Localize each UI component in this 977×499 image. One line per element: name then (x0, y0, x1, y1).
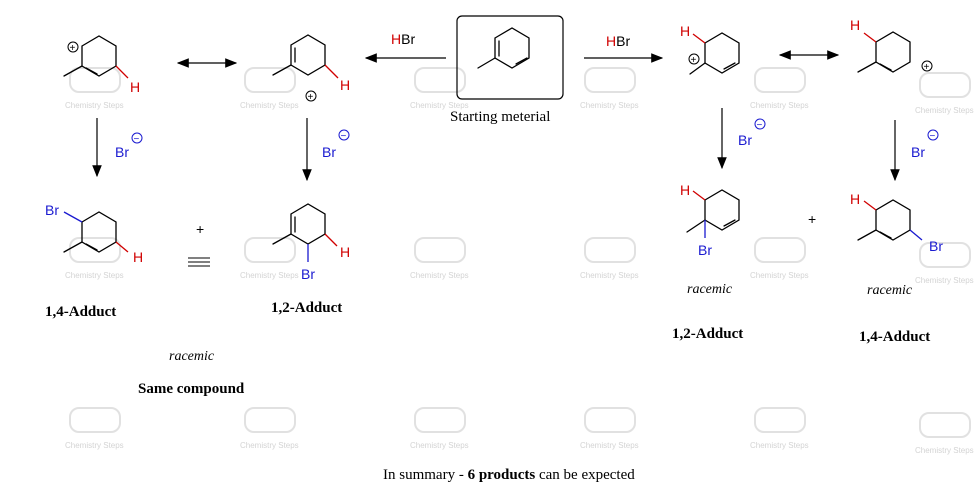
svg-text:Br: Br (322, 144, 336, 160)
svg-text:Chemistry Steps: Chemistry Steps (750, 441, 809, 450)
plus-left: + (196, 221, 204, 237)
watermark-layer: Chemistry Steps Chemistry Steps Chemistr… (65, 67, 974, 455)
reagent-hbr-left: HBr (391, 31, 415, 47)
equivalence-sign (188, 257, 210, 267)
svg-text:Br: Br (911, 144, 925, 160)
starting-material-structure (477, 27, 530, 69)
svg-text:Chemistry Steps: Chemistry Steps (65, 271, 124, 280)
svg-text:Chemistry Steps: Chemistry Steps (580, 271, 639, 280)
svg-text:Chemistry Steps: Chemistry Steps (915, 106, 974, 115)
svg-text:H: H (850, 17, 860, 33)
bromide-label-1: Br − (115, 132, 143, 160)
svg-text:−: − (930, 131, 936, 142)
svg-text:Br: Br (738, 132, 752, 148)
svg-text:Chemistry Steps: Chemistry Steps (750, 101, 809, 110)
bromide-label-2: Br − (322, 129, 350, 160)
left-cation-b: H + (272, 34, 350, 103)
starting-material-label: Starting meterial (450, 109, 551, 125)
label-12-adduct-left: 1,2-Adduct (271, 300, 343, 316)
svg-text:Chemistry Steps: Chemistry Steps (915, 276, 974, 285)
starting-material-box (456, 15, 564, 100)
svg-text:Br: Br (929, 238, 943, 254)
racemic-right-b: racemic (867, 283, 913, 298)
svg-text:Chemistry Steps: Chemistry Steps (750, 271, 809, 280)
label-12-adduct-right: 1,2-Adduct (672, 326, 744, 342)
svg-text:H: H (340, 77, 350, 93)
svg-text:Chemistry Steps: Chemistry Steps (65, 441, 124, 450)
label-14-adduct-right: 1,4-Adduct (859, 329, 931, 345)
svg-text:Chemistry Steps: Chemistry Steps (410, 271, 469, 280)
plus-right: + (808, 211, 816, 227)
svg-text:Chemistry Steps: Chemistry Steps (580, 441, 639, 450)
svg-text:Br: Br (115, 144, 129, 160)
svg-text:H: H (680, 23, 690, 39)
right-cation-c: H + (680, 23, 740, 75)
svg-text:+: + (924, 62, 930, 73)
svg-text:H: H (340, 244, 350, 260)
svg-text:−: − (341, 131, 347, 142)
cation-charge: + (70, 43, 76, 54)
summary-emphasis: 6 products (467, 467, 536, 483)
svg-text:−: − (757, 120, 763, 131)
label-14-adduct-left: 1,4-Adduct (45, 304, 117, 320)
same-compound-label: Same compound (138, 381, 245, 397)
svg-text:−: − (134, 134, 140, 145)
racemic-right-a: racemic (687, 282, 733, 297)
svg-text:H: H (133, 249, 143, 265)
reagent-hbr-right: HBr (606, 33, 630, 49)
summary-suffix: can be expected (535, 467, 635, 483)
svg-text:Br: Br (698, 242, 712, 258)
racemic-left: racemic (169, 349, 215, 364)
product-14-adduct-right: H Br (850, 191, 943, 254)
svg-text:+: + (308, 92, 314, 103)
summary-prefix: In summary - (383, 467, 468, 483)
summary-line: In summary - 6 products can be expected (383, 467, 635, 484)
bromide-label-4: Br − (911, 129, 939, 160)
product-12-adduct-left: Br H (272, 203, 350, 282)
svg-text:Br: Br (45, 202, 59, 218)
svg-text:+: + (691, 55, 697, 66)
svg-text:Chemistry Steps: Chemistry Steps (240, 271, 299, 280)
hydrogen-atom: H (130, 79, 140, 95)
svg-text:Chemistry Steps: Chemistry Steps (915, 446, 974, 455)
svg-text:Chemistry Steps: Chemistry Steps (580, 101, 639, 110)
svg-text:H: H (680, 182, 690, 198)
svg-text:H: H (850, 191, 860, 207)
svg-text:Chemistry Steps: Chemistry Steps (410, 101, 469, 110)
svg-text:Br: Br (301, 266, 315, 282)
svg-text:Chemistry Steps: Chemistry Steps (240, 101, 299, 110)
svg-text:Chemistry Steps: Chemistry Steps (240, 441, 299, 450)
left-cation-a: H + (63, 35, 140, 95)
product-12-adduct-right: H Br (680, 182, 740, 258)
svg-text:Chemistry Steps: Chemistry Steps (410, 441, 469, 450)
product-14-adduct-left: Br H (45, 202, 143, 265)
bromide-label-3: Br − (738, 118, 766, 148)
right-cation-d: H + (850, 17, 933, 73)
watermark-text: Chemistry Steps (65, 101, 124, 110)
